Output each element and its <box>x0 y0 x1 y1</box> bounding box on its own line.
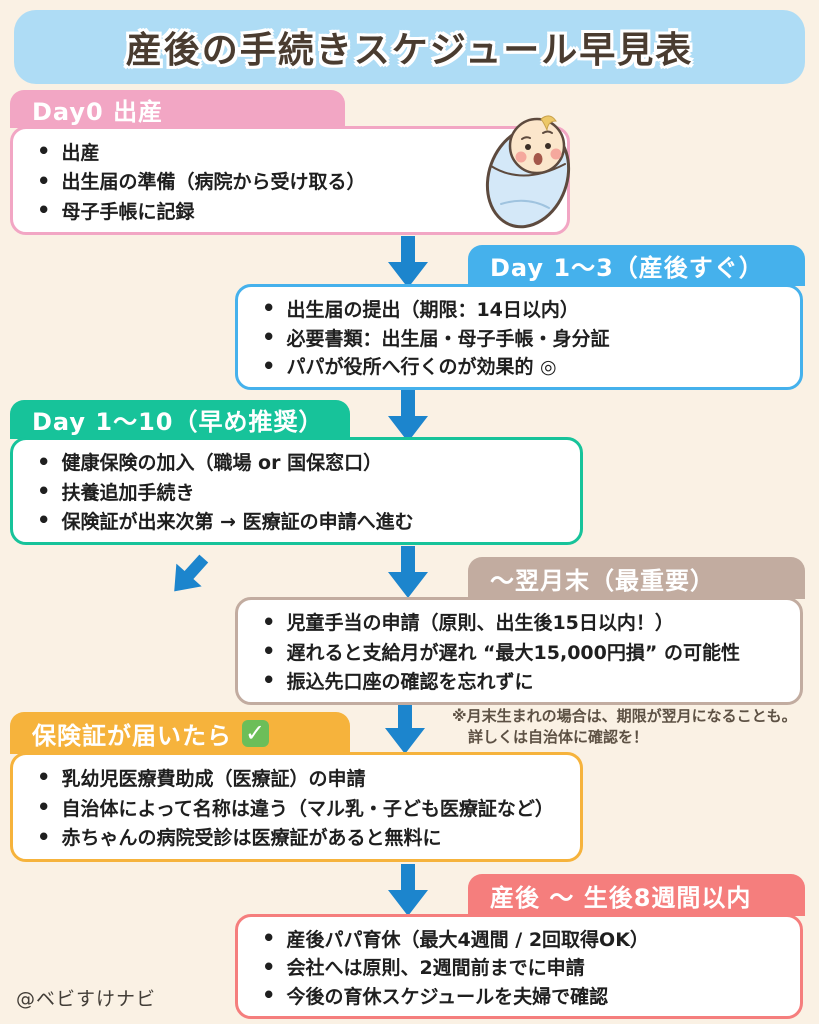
down-left-arrow-icon <box>161 547 217 604</box>
section-day1-10-header-label: Day 1〜10（早め推奨） <box>32 408 324 436</box>
list-item: 振込先口座の確認を忘れずに <box>254 667 786 694</box>
down-arrow-icon <box>388 864 428 916</box>
section-day0-list: 出産 出生届の準備（病院から受け取る） 母子手帳に記録 <box>13 129 567 232</box>
list-item-text: 母子手帳に記録 <box>61 200 195 223</box>
list-item: 出生届の準備（病院から受け取る） <box>29 167 553 194</box>
list-item-text: 遅れると支給月が遅れ “最大15,000円損” の可能性 <box>286 641 740 664</box>
list-item-text: パパが役所へ行くのが効果的 ◎ <box>286 356 557 379</box>
section-postpartum-8weeks-list: 産後パパ育休（最大4週間 / 2回取得OK） 会社へは原則、2週間前までに申請 … <box>238 917 800 1016</box>
list-item: 出生届の提出（期限：14日以内） <box>254 295 786 322</box>
check-icon: ✓ <box>242 719 269 747</box>
section-postpartum-8weeks-header-label: 産後 〜 生後8週間以内 <box>490 883 752 912</box>
section-day0-header: Day0 出産 <box>10 90 345 128</box>
section-day1-3-header: Day 1〜3（産後すぐ） <box>468 245 805 286</box>
list-item: 自治体によって名称は違う（マル乳・子ども医療証など） <box>29 794 566 821</box>
list-item-text: 赤ちゃんの病院受診は医療証があると無料に <box>61 827 442 850</box>
section-next-month-end-header-label: 〜翌月末（最重要） <box>490 566 715 595</box>
down-arrow-icon <box>388 236 428 288</box>
list-item-text: 出生届の準備（病院から受け取る） <box>61 171 366 193</box>
down-arrow-icon <box>388 390 428 442</box>
list-item-text: 産後パパ育休（最大4週間 / 2回取得OK） <box>286 928 649 951</box>
list-item-text: 児童手当の申請（原則、出生後15日以内！） <box>286 612 674 635</box>
list-item-text: 必要書類：出生届・母子手帳・身分証 <box>286 327 610 350</box>
list-item: 母子手帳に記録 <box>29 197 553 224</box>
list-item-text: 出産 <box>61 141 100 164</box>
list-item: 児童手当の申請（原則、出生後15日以内！） <box>254 608 786 635</box>
section-next-month-end-header: 〜翌月末（最重要） <box>468 557 805 599</box>
month-end-note: ※月末生まれの場合は、期限が翌月になることも。 詳しくは自治体に確認を！ <box>452 706 818 748</box>
section-day1-3-box: 出生届の提出（期限：14日以内） 必要書類：出生届・母子手帳・身分証 パパが役所… <box>235 284 803 390</box>
down-arrow-icon <box>388 546 428 598</box>
section-day1-10-header: Day 1〜10（早め推奨） <box>10 400 350 439</box>
list-item-text: 自治体によって名称は違う（マル乳・子ども医療証など） <box>61 797 554 820</box>
list-item-text: 乳幼児医療費助成（医療証）の申請 <box>61 767 366 790</box>
section-day1-3-header-label: Day 1〜3（産後すぐ） <box>490 254 764 282</box>
footer-credit: @ベビすけナビ <box>16 988 157 1010</box>
list-item: 健康保険の加入（職場 or 国保窓口） <box>29 448 566 475</box>
list-item: 必要書類：出生届・母子手帳・身分証 <box>254 324 786 351</box>
section-postpartum-8weeks-box: 産後パパ育休（最大4週間 / 2回取得OK） 会社へは原則、2週間前までに申請 … <box>235 914 803 1019</box>
section-insurance-card-list: 乳幼児医療費助成（医療証）の申請 自治体によって名称は違う（マル乳・子ども医療証… <box>13 755 580 859</box>
list-item-text: 保険証が出来次第 → 医療証の申請へ進む <box>61 510 414 533</box>
list-item-text: 振込先口座の確認を忘れずに <box>286 670 534 693</box>
page-title: 産後の手続きスケジュール早見表 <box>125 30 694 71</box>
list-item: 今後の育休スケジュールを夫婦で確認 <box>254 982 786 1009</box>
page-title-banner: 産後の手続きスケジュール早見表 <box>14 10 805 84</box>
down-arrow-icon <box>385 702 425 754</box>
list-item: 保険証が出来次第 → 医療証の申請へ進む <box>29 507 566 534</box>
list-item: 赤ちゃんの病院受診は医療証があると無料に <box>29 823 566 850</box>
section-next-month-end-box: 児童手当の申請（原則、出生後15日以内！） 遅れると支給月が遅れ “最大15,0… <box>235 597 803 705</box>
list-item-text: 出生届の提出（期限：14日以内） <box>286 298 579 321</box>
list-item: パパが役所へ行くのが効果的 ◎ <box>254 352 786 379</box>
list-item: 遅れると支給月が遅れ “最大15,000円損” の可能性 <box>254 638 786 665</box>
list-item-text: 今後の育休スケジュールを夫婦で確認 <box>286 985 609 1008</box>
swaddled-baby-icon <box>471 106 591 232</box>
section-day0-header-label: Day0 出産 <box>32 97 164 126</box>
section-day1-10-list: 健康保険の加入（職場 or 国保窓口） 扶養追加手続き 保険証が出来次第 → 医… <box>13 440 580 542</box>
list-item-text: 健康保険の加入（職場 or 国保窓口） <box>61 452 383 475</box>
note-line-1: ※月末生まれの場合は、期限が翌月になることも。 <box>452 707 797 725</box>
list-item-text: 扶養追加手続き <box>61 481 195 504</box>
list-item-text: 会社へは原則、2週間前までに申請 <box>286 957 585 979</box>
section-next-month-end-list: 児童手当の申請（原則、出生後15日以内！） 遅れると支給月が遅れ “最大15,0… <box>238 600 800 702</box>
section-insurance-card-header-label: 保険証が届いたら <box>32 721 232 750</box>
section-day1-3-list: 出生届の提出（期限：14日以内） 必要書類：出生届・母子手帳・身分証 パパが役所… <box>238 287 800 387</box>
list-item: 乳幼児医療費助成（医療証）の申請 <box>29 764 566 791</box>
list-item: 会社へは原則、2週間前までに申請 <box>254 953 786 980</box>
list-item: 産後パパ育休（最大4週間 / 2回取得OK） <box>254 925 786 952</box>
list-item: 扶養追加手続き <box>29 478 566 505</box>
section-insurance-card-box: 乳幼児医療費助成（医療証）の申請 自治体によって名称は違う（マル乳・子ども医療証… <box>10 752 583 862</box>
section-postpartum-8weeks-header: 産後 〜 生後8週間以内 <box>468 874 805 916</box>
section-day0-box: 出産 出生届の準備（病院から受け取る） 母子手帳に記録 <box>10 126 570 235</box>
list-item: 出産 <box>29 138 553 165</box>
section-day1-10-box: 健康保険の加入（職場 or 国保窓口） 扶養追加手続き 保険証が出来次第 → 医… <box>10 437 583 545</box>
section-insurance-card-header: 保険証が届いたら ✓ <box>10 712 350 754</box>
note-line-2: 詳しくは自治体に確認を！ <box>468 728 649 746</box>
